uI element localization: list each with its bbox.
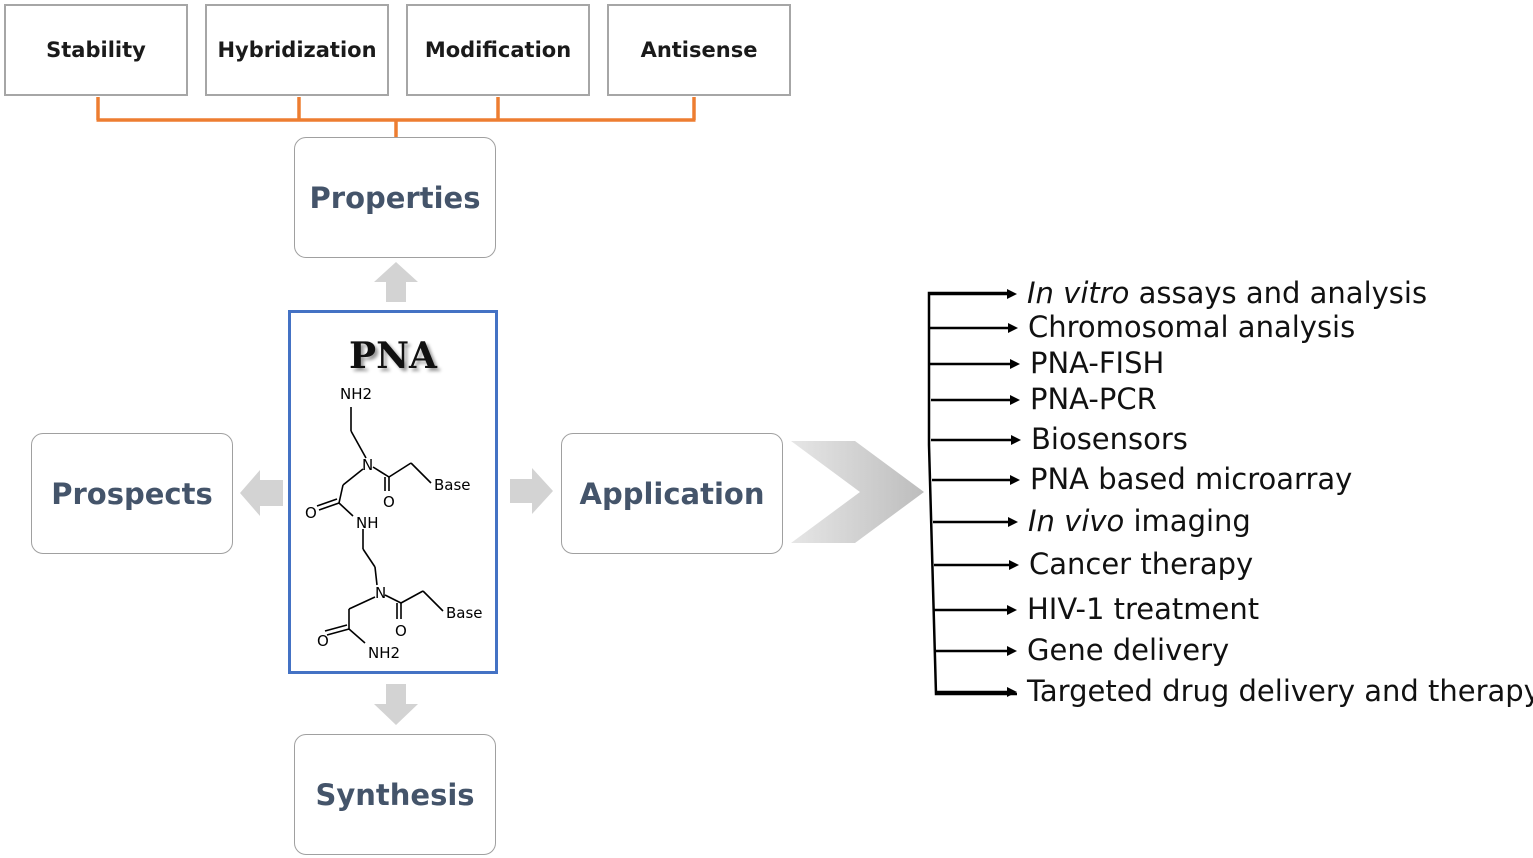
- arrow-right-icon: [510, 468, 553, 514]
- arrowhead-icon: [1010, 359, 1020, 369]
- node-label: Application: [579, 476, 765, 511]
- application-branches: [929, 289, 1021, 697]
- application-item-text: assays and analysis: [1129, 276, 1428, 310]
- arrowhead-icon: [1007, 605, 1017, 615]
- atom-nh-mid: NH: [356, 514, 379, 532]
- application-item-text: Biosensors: [1031, 422, 1188, 456]
- application-item: PNA-PCR: [1030, 385, 1157, 414]
- atom-nh2-bottom: NH2: [368, 644, 400, 662]
- application-item: PNA based microarray: [1030, 465, 1352, 494]
- pna-structure: NH2 N O Base O NH N O Base O NH2: [305, 385, 483, 662]
- application-item-italic: In vitro: [1027, 276, 1130, 310]
- property-label: Hybridization: [217, 38, 377, 62]
- node-label: Prospects: [51, 476, 213, 511]
- arrowhead-icon: [1010, 395, 1020, 405]
- property-label: Modification: [424, 38, 572, 62]
- atom-n-lower: N: [375, 584, 386, 602]
- atom-nh2-top: NH2: [340, 385, 372, 403]
- node-synthesis: Synthesis: [294, 734, 496, 855]
- application-item: In vivo imaging: [1028, 507, 1251, 536]
- pna-center-box: PNA: [288, 310, 498, 674]
- application-item-text: Gene delivery: [1027, 633, 1230, 667]
- property-box-hybridization: Hybridization: [205, 4, 389, 96]
- application-item-text: Chromosomal analysis: [1028, 310, 1356, 344]
- application-item: Biosensors: [1031, 425, 1188, 454]
- atom-o-left: O: [305, 504, 317, 522]
- arrowhead-icon: [1007, 646, 1017, 656]
- application-item: Chromosomal analysis: [1028, 313, 1355, 342]
- arrow-left-icon: [240, 470, 283, 516]
- application-item-text: Cancer therapy: [1029, 547, 1254, 581]
- property-box-stability: Stability: [4, 4, 188, 96]
- application-item-text: Targeted drug delivery and therapy: [1027, 674, 1533, 708]
- pna-title: PNA: [349, 335, 437, 377]
- orange-bracket: [96, 97, 696, 137]
- atom-base-lower: Base: [446, 604, 483, 622]
- application-item: In vitro assays and analysis: [1027, 279, 1427, 308]
- node-application: Application: [561, 433, 783, 554]
- application-item: Targeted drug delivery and therapy: [1027, 677, 1533, 706]
- node-properties: Properties: [294, 137, 496, 258]
- arrowhead-icon: [1010, 475, 1020, 485]
- arrowhead-icon: [1008, 323, 1018, 333]
- atom-o-upper: O: [383, 493, 395, 511]
- arrowhead-icon: [1008, 517, 1018, 527]
- atom-o-bottom-left: O: [317, 632, 329, 650]
- arrow-up-icon: [374, 262, 418, 302]
- application-item-text: HIV-1 treatment: [1027, 592, 1260, 626]
- arrowhead-icon: [1007, 289, 1017, 299]
- application-item-text: PNA-PCR: [1030, 382, 1157, 416]
- application-item-text: imaging: [1124, 504, 1251, 538]
- application-item-text: PNA based microarray: [1030, 462, 1353, 496]
- property-label: Stability: [46, 38, 146, 62]
- node-label: Synthesis: [315, 777, 475, 812]
- application-item: Cancer therapy: [1029, 550, 1253, 579]
- atom-o-lower: O: [395, 622, 407, 640]
- atom-n-upper: N: [362, 456, 373, 474]
- atom-base-upper: Base: [434, 476, 471, 494]
- arrowhead-icon: [1007, 687, 1017, 697]
- property-box-antisense: Antisense: [607, 4, 791, 96]
- application-item: HIV-1 treatment: [1027, 595, 1259, 624]
- property-box-modification: Modification: [406, 4, 590, 96]
- application-item: Gene delivery: [1027, 636, 1229, 665]
- application-tree: [927, 291, 1017, 696]
- application-item-text: PNA-FISH: [1030, 346, 1165, 380]
- arrowhead-icon: [1011, 435, 1021, 445]
- arrow-down-icon: [374, 684, 418, 725]
- application-item-italic: In vivo: [1028, 504, 1125, 538]
- chevron-right-icon: [791, 441, 924, 543]
- node-prospects: Prospects: [31, 433, 233, 554]
- property-label: Antisense: [640, 38, 758, 62]
- arrowhead-icon: [1009, 560, 1019, 570]
- application-item: PNA-FISH: [1030, 349, 1164, 378]
- node-label: Properties: [309, 180, 481, 215]
